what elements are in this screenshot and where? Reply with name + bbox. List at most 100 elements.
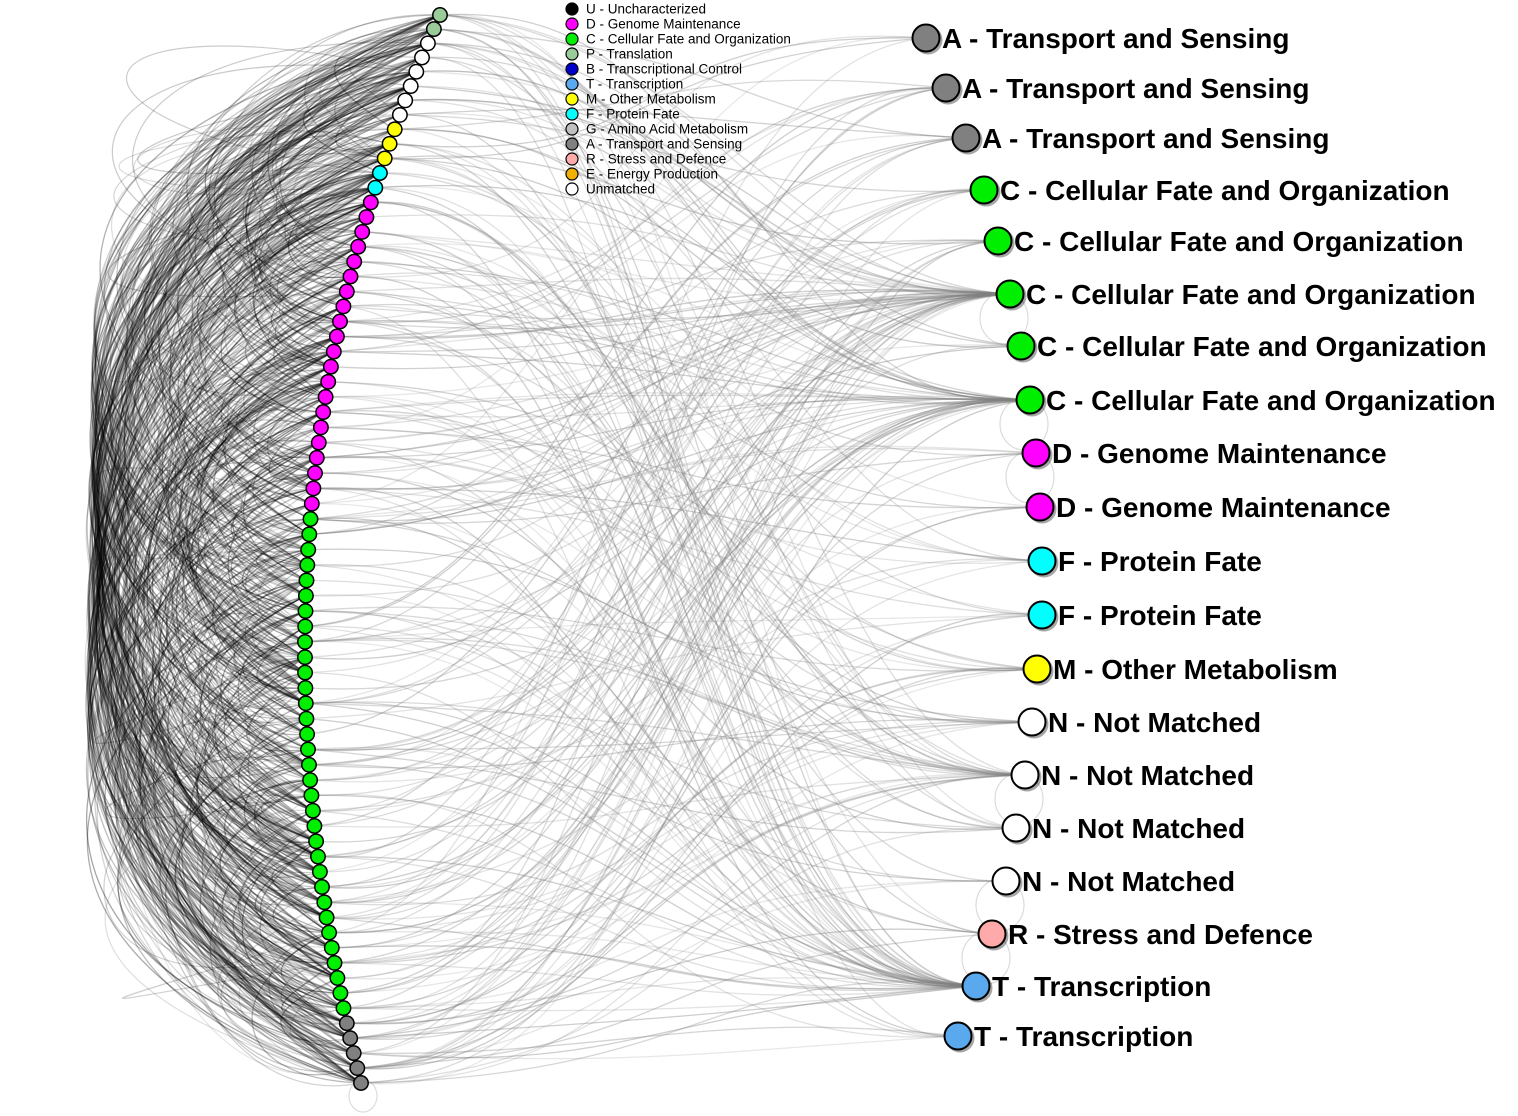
arc-node-c[interactable] xyxy=(299,726,316,743)
hub-circle-d[interactable] xyxy=(1021,438,1051,468)
arc-node-n[interactable] xyxy=(397,92,414,109)
arc-node-c[interactable] xyxy=(297,633,313,650)
hub-circle-r[interactable] xyxy=(977,919,1007,949)
hub-node[interactable]: C - Cellular Fate and Organization xyxy=(1006,331,1487,363)
hub-circle-a[interactable] xyxy=(931,73,961,103)
arc-node-c[interactable] xyxy=(311,863,328,880)
arc-node-d[interactable] xyxy=(328,328,345,345)
arc-node-a[interactable] xyxy=(338,1015,355,1032)
arc-node-c[interactable] xyxy=(302,511,319,527)
hub-node[interactable]: A - Transport and Sensing xyxy=(911,23,1290,55)
hub-node[interactable]: N - Not Matched xyxy=(1010,760,1255,792)
arc-node-c[interactable] xyxy=(298,572,315,589)
arc-node-c[interactable] xyxy=(310,848,326,865)
hub-circle-m[interactable] xyxy=(1022,654,1052,684)
hub-node[interactable]: R - Stress and Defence xyxy=(977,919,1314,951)
hub-node[interactable]: T - Transcription xyxy=(961,971,1212,1003)
arc-node-n[interactable] xyxy=(402,78,419,95)
arc-node-n[interactable] xyxy=(419,35,436,52)
hub-circle-c[interactable] xyxy=(983,226,1013,256)
arc-node-c[interactable] xyxy=(299,557,316,573)
hub-node[interactable]: C - Cellular Fate and Organization xyxy=(969,175,1450,207)
arc-node-c[interactable] xyxy=(329,970,346,986)
arc-node-c[interactable] xyxy=(298,710,315,727)
hub-circle-f[interactable] xyxy=(1027,546,1057,576)
arc-node-c[interactable] xyxy=(335,1000,352,1017)
hub-circle-t[interactable] xyxy=(943,1021,973,1051)
arc-node-c[interactable] xyxy=(301,526,318,543)
hub-node[interactable]: N - Not Matched xyxy=(1001,813,1246,845)
arc-node-c[interactable] xyxy=(297,664,314,681)
arc-node-m[interactable] xyxy=(381,135,398,152)
arc-node-d[interactable] xyxy=(310,434,327,451)
arc-node-c[interactable] xyxy=(326,954,343,971)
arc-node-c[interactable] xyxy=(302,772,319,789)
hub-node[interactable]: A - Transport and Sensing xyxy=(931,73,1310,105)
hub-circle-d[interactable] xyxy=(1025,492,1055,522)
arc-node-m[interactable] xyxy=(386,121,403,138)
arc-node-d[interactable] xyxy=(308,449,325,466)
arc-node-c[interactable] xyxy=(297,680,314,696)
arc-node-c[interactable] xyxy=(314,879,330,895)
arc-node-d[interactable] xyxy=(362,194,379,211)
hub-circle-n[interactable] xyxy=(1017,707,1047,737)
arc-node-c[interactable] xyxy=(297,695,314,712)
hub-circle-c[interactable] xyxy=(969,175,999,205)
arc-node-a[interactable] xyxy=(342,1030,359,1047)
arc-node-c[interactable] xyxy=(318,909,335,926)
hub-node[interactable]: N - Not Matched xyxy=(991,866,1236,898)
hub-node[interactable]: M - Other Metabolism xyxy=(1022,654,1338,686)
arc-node-c[interactable] xyxy=(304,802,321,819)
arc-node-p[interactable] xyxy=(425,21,442,38)
arc-node-d[interactable] xyxy=(335,298,352,315)
arc-node-f[interactable] xyxy=(367,179,384,196)
hub-node[interactable]: D - Genome Maintenance xyxy=(1025,492,1391,524)
arc-node-c[interactable] xyxy=(301,756,317,773)
hub-circle-c[interactable] xyxy=(995,279,1025,309)
hub-circle-a[interactable] xyxy=(911,23,941,53)
arc-node-d[interactable] xyxy=(332,313,348,330)
arc-node-d[interactable] xyxy=(350,238,367,255)
arc-node-d[interactable] xyxy=(320,373,337,390)
arc-node-d[interactable] xyxy=(346,253,363,270)
hub-circle-c[interactable] xyxy=(1006,331,1036,361)
hub-circle-n[interactable] xyxy=(1001,813,1031,843)
arc-node-d[interactable] xyxy=(338,283,355,300)
arc-node-d[interactable] xyxy=(358,209,375,226)
hub-node[interactable]: F - Protein Fate xyxy=(1027,546,1262,578)
hub-node[interactable]: C - Cellular Fate and Organization xyxy=(995,279,1476,311)
arc-node-p[interactable] xyxy=(432,7,448,23)
hub-node[interactable]: A - Transport and Sensing xyxy=(951,123,1330,155)
arc-node-d[interactable] xyxy=(312,419,329,436)
arc-node-d[interactable] xyxy=(303,495,320,512)
arc-node-n[interactable] xyxy=(408,63,425,80)
arc-node-d[interactable] xyxy=(317,389,334,405)
hub-circle-n[interactable] xyxy=(991,866,1021,896)
arc-node-n[interactable] xyxy=(414,49,430,66)
hub-circle-c[interactable] xyxy=(1015,385,1045,415)
hub-node[interactable]: C - Cellular Fate and Organization xyxy=(983,226,1464,258)
hub-node[interactable]: F - Protein Fate xyxy=(1027,600,1262,632)
arc-node-d[interactable] xyxy=(342,268,359,285)
arc-node-a[interactable] xyxy=(345,1045,362,1062)
arc-node-c[interactable] xyxy=(332,985,349,1002)
arc-node-d[interactable] xyxy=(322,358,339,375)
arc-node-c[interactable] xyxy=(308,833,325,850)
hub-node[interactable]: T - Transcription xyxy=(943,1021,1194,1053)
arc-node-c[interactable] xyxy=(297,603,314,620)
arc-node-c[interactable] xyxy=(297,587,314,604)
arc-node-c[interactable] xyxy=(300,741,316,758)
arc-node-d[interactable] xyxy=(307,465,323,482)
hub-circle-f[interactable] xyxy=(1027,600,1057,630)
arc-node-c[interactable] xyxy=(300,541,317,558)
arc-node-d[interactable] xyxy=(325,343,342,360)
arc-node-a[interactable] xyxy=(353,1075,369,1091)
arc-node-f[interactable] xyxy=(371,165,388,181)
arc-node-d[interactable] xyxy=(354,223,371,240)
hub-node[interactable]: D - Genome Maintenance xyxy=(1021,438,1387,470)
arc-node-c[interactable] xyxy=(316,894,333,911)
hub-circle-n[interactable] xyxy=(1010,760,1040,790)
hub-circle-a[interactable] xyxy=(951,123,981,153)
arc-node-a[interactable] xyxy=(349,1060,366,1077)
hub-node[interactable]: N - Not Matched xyxy=(1017,707,1262,739)
